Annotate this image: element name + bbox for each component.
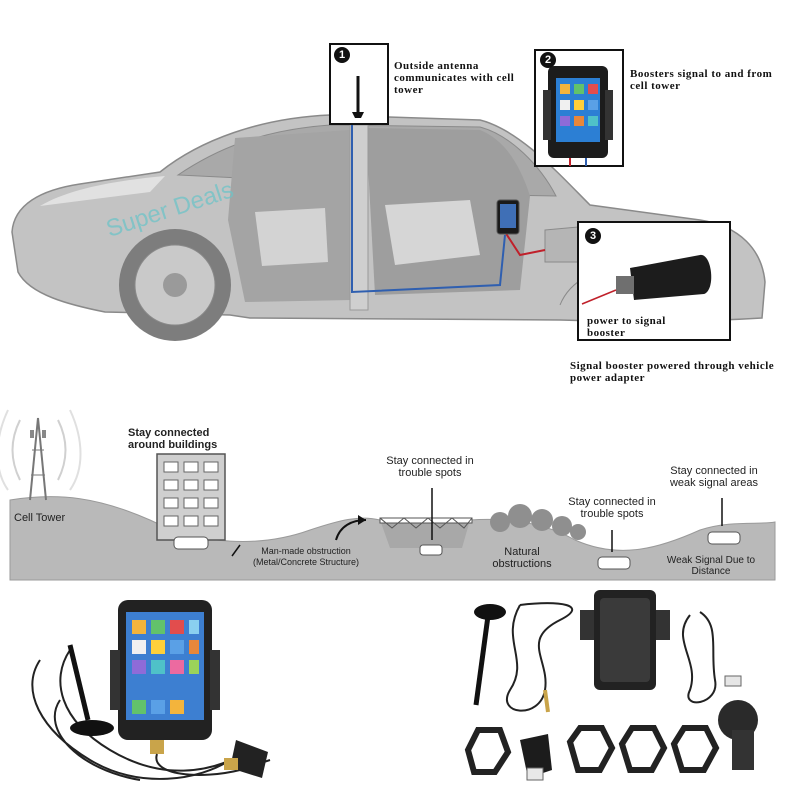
- bridge-icon: [379, 517, 473, 529]
- weak-areas-label: Stay connected in weak signal areas: [669, 465, 759, 489]
- phone-callout-box: [534, 49, 624, 167]
- trouble-spots-label-1: Stay connected in trouble spots: [386, 455, 474, 479]
- callout-3-caption: Signal booster powered through vehicle p…: [570, 360, 775, 384]
- cell-tower-icon: [29, 417, 47, 501]
- landscape-illustration: [0, 409, 776, 581]
- callout-3-inner-text: power to signal booster: [587, 315, 666, 339]
- callout-2-text: Boosters signal to and from cell tower: [630, 68, 773, 92]
- car-illustration: [11, 114, 766, 341]
- building-icon: [156, 453, 226, 541]
- adapter-callout-box: [577, 221, 731, 341]
- installed-kit-photo: [31, 600, 271, 781]
- weak-signal-label: Weak Signal Due to Distance: [666, 555, 756, 577]
- car-icon: [173, 531, 741, 570]
- cell-tower-label: Cell Tower: [14, 512, 66, 524]
- trouble-spots-label-2: Stay connected in trouble spots: [568, 496, 656, 520]
- kit-components-photo: [464, 590, 758, 781]
- buildings-label: Stay connected around buildings: [128, 427, 218, 451]
- callout-1-text: Outside antenna communicates with cell t…: [394, 60, 515, 96]
- blue-cable: [351, 118, 506, 294]
- trees-icon: [490, 504, 586, 540]
- natural-obstructions-label: Natural obstructions: [492, 546, 552, 570]
- callout-number-2: 2: [540, 52, 556, 68]
- manmade-obstruction-label: Man-made obstruction (Metal/Concrete Str…: [252, 546, 360, 567]
- callout-number-3: 3: [585, 228, 601, 244]
- callout-number-1: 1: [334, 47, 350, 63]
- red-cable: [504, 231, 546, 257]
